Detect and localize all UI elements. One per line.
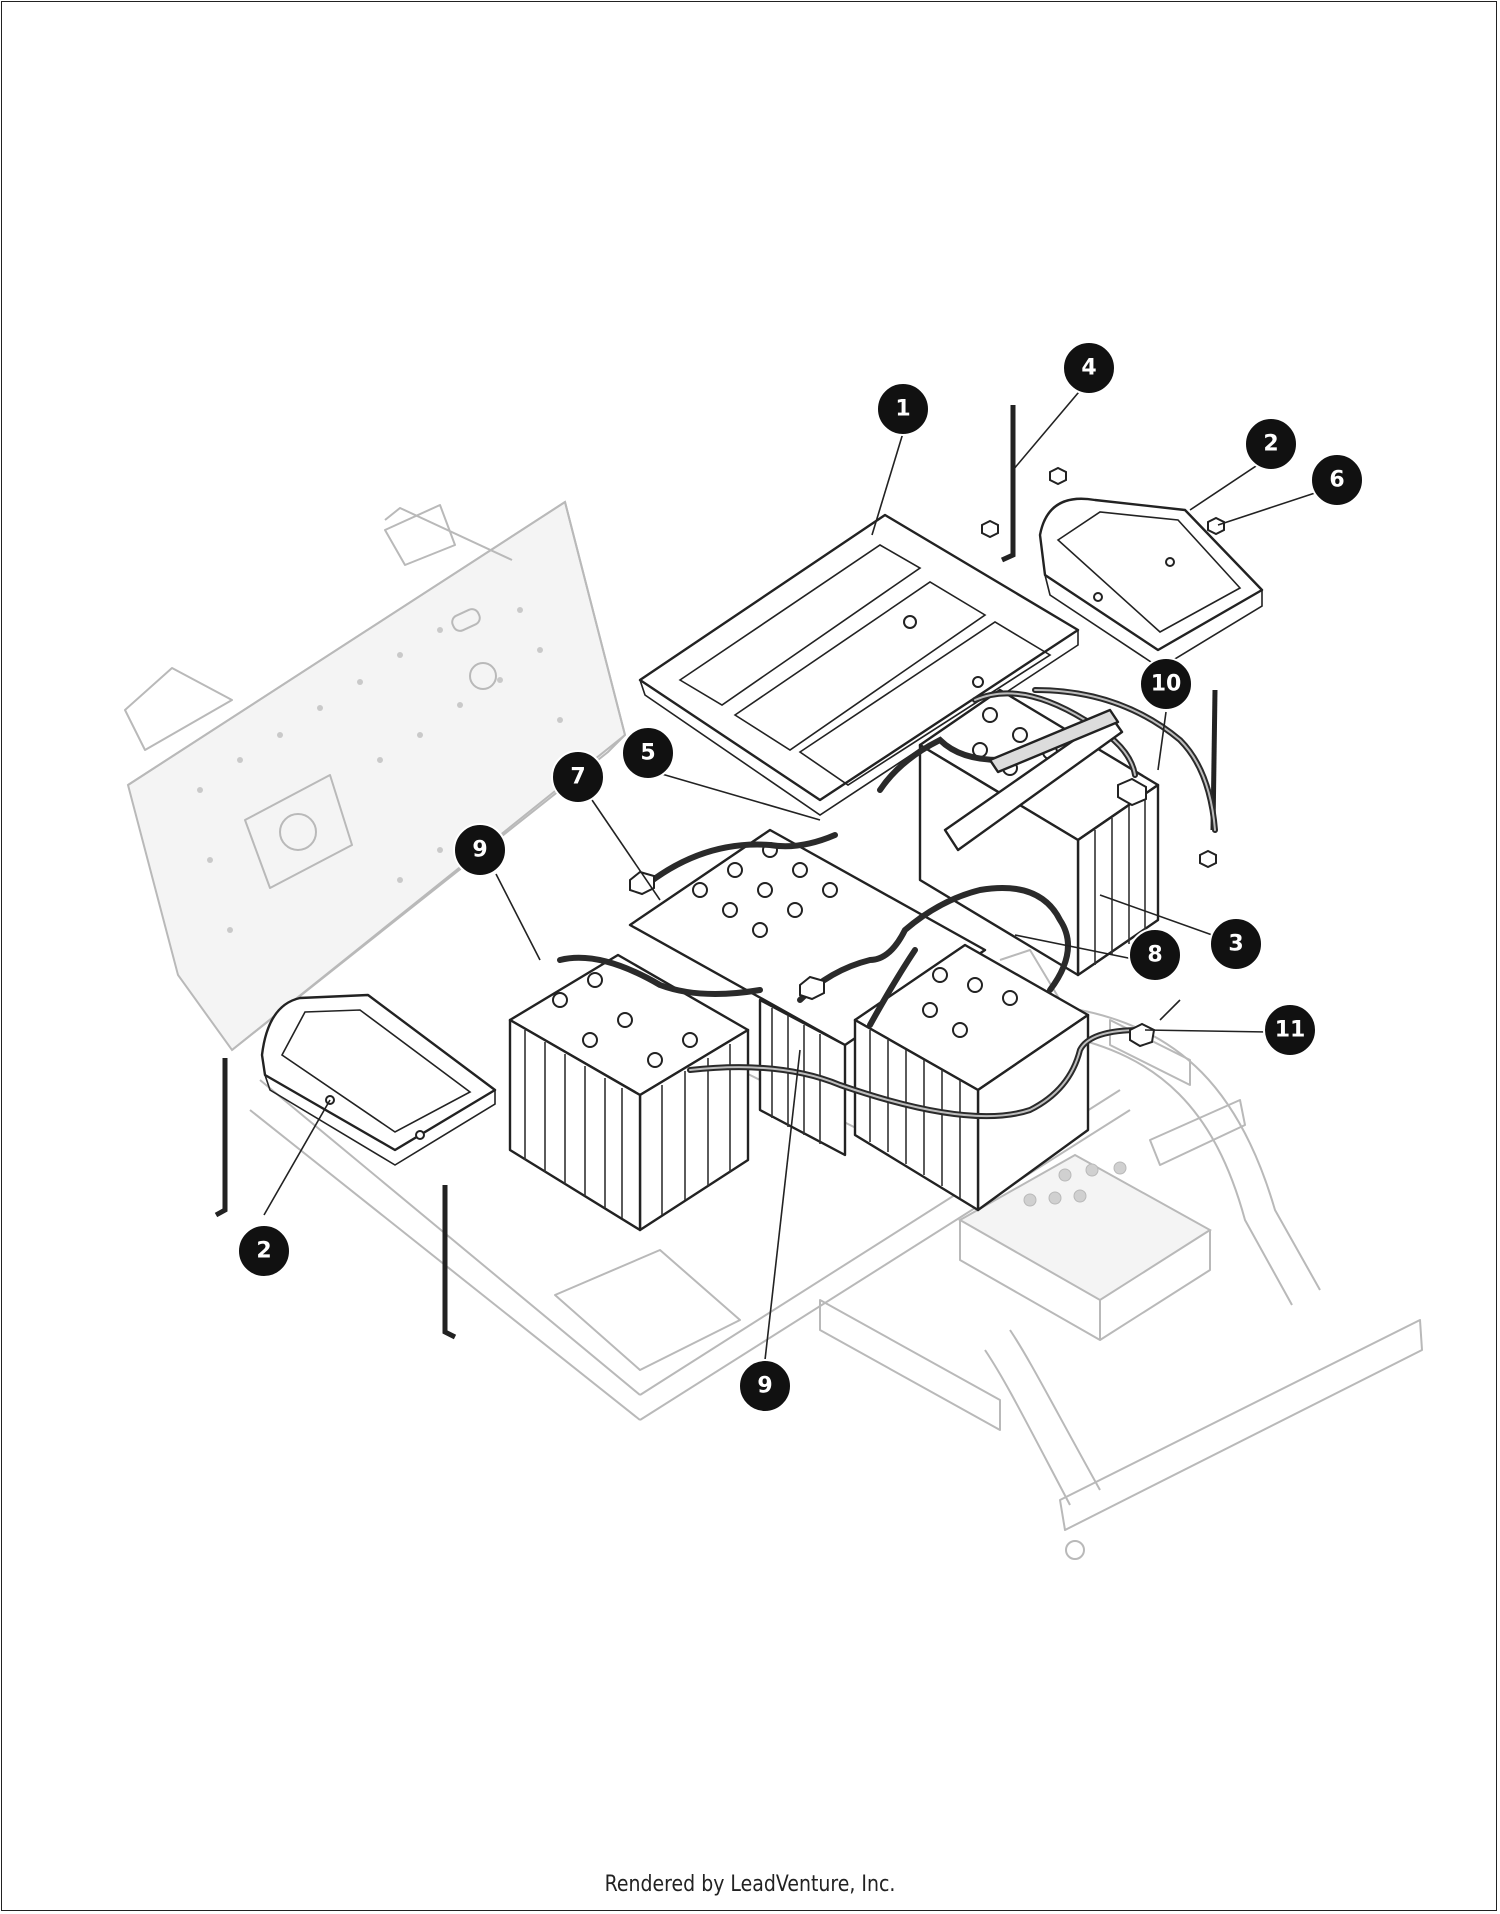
- callout-bubble-9-upper: 9: [453, 823, 507, 877]
- callout-bubble-11: 11: [1263, 1003, 1317, 1057]
- callout-bubble-1: 1: [876, 382, 930, 436]
- svg-text:6: 6: [1329, 468, 1344, 493]
- leader-lines: [263, 379, 1319, 1361]
- svg-text:9: 9: [472, 838, 487, 863]
- callout-bubble-6: 6: [1310, 453, 1364, 507]
- callout-bubble-7: 7: [551, 750, 605, 804]
- callout-bubble-2-top: 2: [1244, 417, 1298, 471]
- callout-bubble-4: 4: [1062, 341, 1116, 395]
- svg-text:2: 2: [1263, 432, 1278, 457]
- svg-text:11: 11: [1275, 1018, 1306, 1043]
- callout-bubble-9-lower: 9: [738, 1359, 792, 1413]
- footer-credit: Rendered by LeadVenture, Inc.: [604, 1872, 896, 1897]
- callout-bubble-2-bottom: 2: [237, 1224, 291, 1278]
- svg-text:2: 2: [256, 1239, 271, 1264]
- svg-text:3: 3: [1228, 932, 1243, 957]
- svg-text:7: 7: [570, 765, 585, 790]
- svg-text:9: 9: [757, 1374, 772, 1399]
- battery-tray-right: [1038, 497, 1264, 669]
- svg-text:10: 10: [1151, 672, 1182, 697]
- callout-bubble-5: 5: [621, 726, 675, 780]
- callout-bubble-10: 10: [1139, 657, 1193, 711]
- battery-front-left: [508, 953, 750, 1232]
- battery-tray-left: [260, 993, 497, 1166]
- cable-sleeve: [943, 708, 1124, 852]
- callout-bubble-8: 8: [1128, 928, 1182, 982]
- battery-hold-down-plate: [638, 513, 1080, 816]
- callout-bubble-3: 3: [1209, 917, 1263, 971]
- battery-front-right: [853, 943, 1090, 1212]
- hex-nuts: [981, 466, 1225, 869]
- svg-text:1: 1: [895, 397, 910, 422]
- svg-text:5: 5: [640, 741, 655, 766]
- svg-text:4: 4: [1081, 356, 1096, 381]
- svg-text:8: 8: [1147, 943, 1162, 968]
